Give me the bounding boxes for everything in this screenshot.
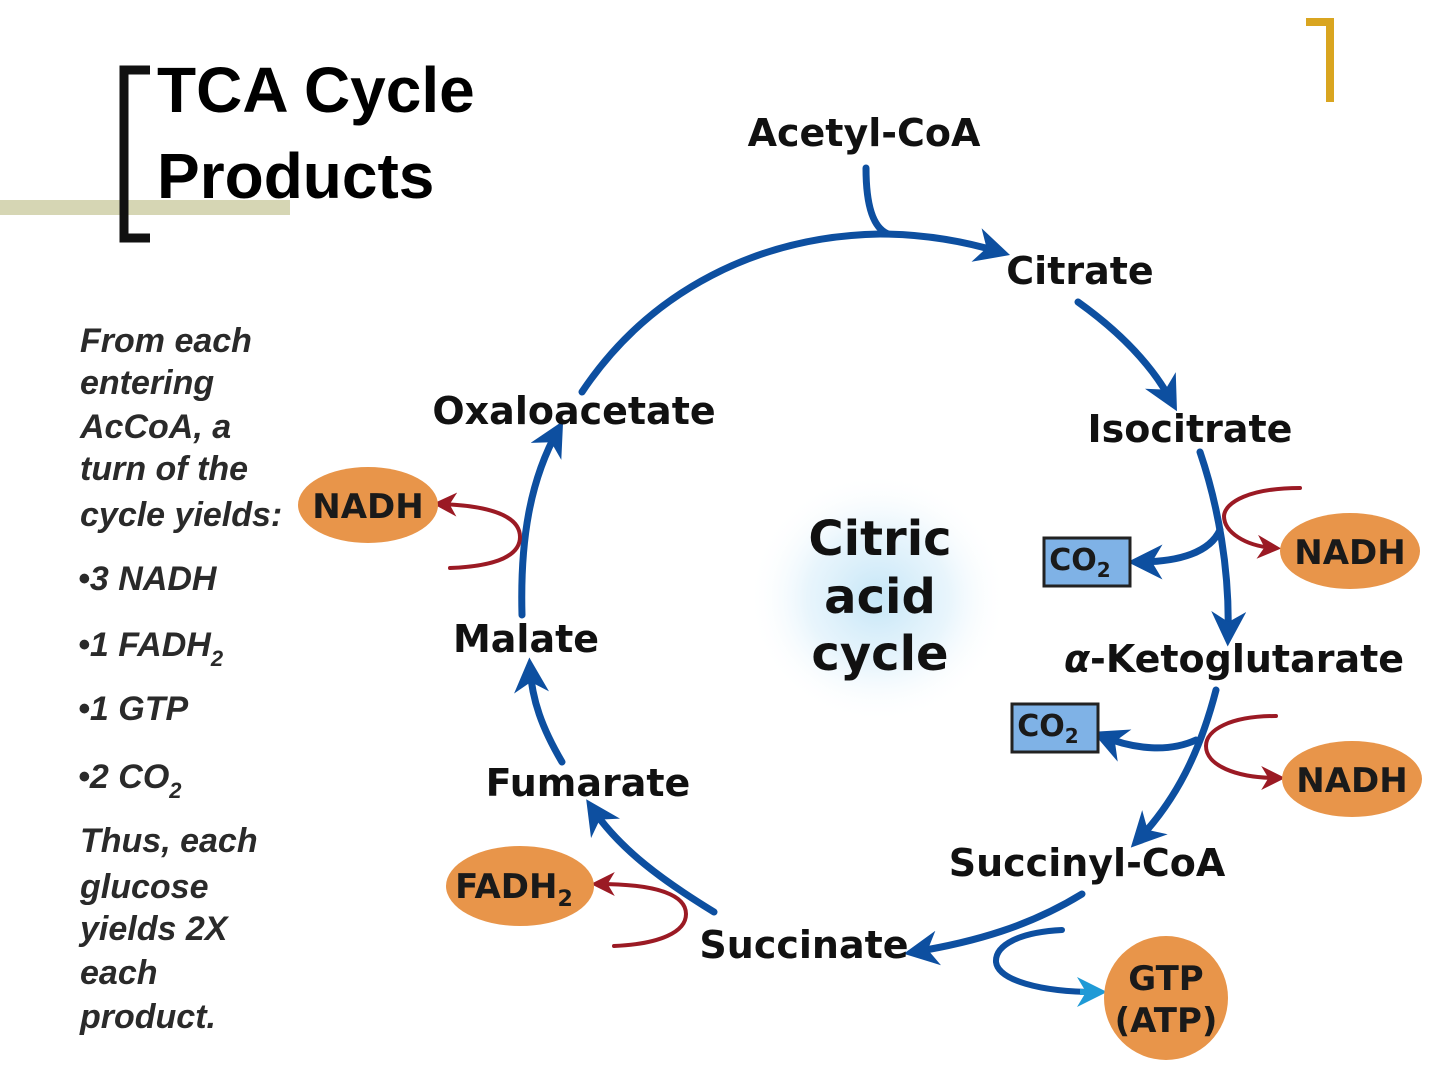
arrow-acetylcoa-entry (862, 164, 892, 238)
corner-bracket (1306, 18, 1334, 102)
product-nadh-malate: NADH (298, 467, 438, 543)
title-bracket (119, 65, 150, 243)
note-line: yields 2X (78, 910, 230, 948)
slide-title-line2: Products (157, 140, 434, 212)
note-line: product. (79, 998, 216, 1036)
note-line: each (80, 954, 158, 992)
arrow-isocitrate-to-ketoglutarate (1196, 448, 1247, 647)
center-label-line3: cycle (811, 626, 948, 682)
yield-nadh: •3 NADH (78, 560, 218, 598)
product-nadh-isocitrate: NADH (1280, 513, 1420, 589)
label-fumarate: Fumarate (486, 761, 691, 805)
label-succinate: Succinate (699, 923, 908, 967)
note-line: entering (80, 364, 214, 402)
label-malate: Malate (453, 617, 599, 661)
co2-label: CO2 (1049, 543, 1110, 582)
cycle-notes: From each entering AcCoA, a turn of the … (78, 322, 282, 1036)
note-line: From each (80, 322, 252, 360)
arrow-nadh-ketoglutarate (1203, 714, 1286, 790)
label-succinyl-coa: Succinyl-CoA (949, 841, 1226, 885)
nadh-label: NADH (312, 487, 423, 527)
arrow-fumarate-to-malate (514, 657, 566, 766)
note-line: glucose (79, 868, 208, 906)
note-line: AcCoA, a (79, 408, 231, 446)
arrow-ketoglutarate-to-succinylcoa (1130, 686, 1220, 848)
nadh-label: NADH (1294, 533, 1405, 573)
product-gtp-atp: GTP (ATP) (1104, 936, 1228, 1060)
nadh-label: NADH (1296, 761, 1407, 801)
arrow-nadh-isocitrate (1221, 486, 1302, 559)
center-label-line2: acid (824, 569, 936, 625)
note-line: turn of the (80, 450, 248, 488)
arrow-oxaloacetate-to-citrate (578, 228, 1011, 396)
arrow-co2-release-2 (1092, 729, 1200, 762)
yield-fadh2: •1 FADH2 (78, 626, 224, 671)
accent-bar (0, 200, 290, 215)
center-glow (748, 473, 1008, 723)
atp-label: (ATP) (1115, 1001, 1218, 1041)
yield-gtp: •1 GTP (78, 690, 188, 728)
note-line: cycle yields: (80, 496, 282, 534)
product-fadh2: FADH2 (446, 846, 594, 926)
co2-box-isocitrate: CO2 (1042, 536, 1132, 588)
note-line: Thus, each (80, 822, 258, 860)
co2-box-ketoglutarate: CO2 (1010, 702, 1100, 754)
slide-title-line1: TCA Cycle (157, 54, 475, 126)
product-nadh-ketoglutarate: NADH (1282, 741, 1422, 817)
label-acetyl-coa: Acetyl-CoA (748, 111, 981, 155)
arrow-gtp-branch (993, 927, 1099, 995)
fadh2-label: FADH2 (455, 867, 573, 912)
arrow-malate-to-oxaloacetate (518, 420, 564, 619)
label-citrate: Citrate (1006, 249, 1153, 293)
arrow-co2-release-1 (1127, 526, 1224, 580)
arrow-fadh2-succinate (590, 872, 689, 948)
arrow-citrate-to-isocitrate (1074, 298, 1177, 412)
gtp-label: GTP (1128, 959, 1203, 999)
co2-label: CO2 (1017, 709, 1078, 748)
label-alpha-ketoglutarate: α-Ketoglutarate (1064, 637, 1404, 681)
label-isocitrate: Isocitrate (1088, 407, 1293, 451)
yield-co2: •2 CO2 (78, 758, 182, 803)
arrow-nadh-malate (432, 492, 523, 570)
arrow-succinylcoa-to-succinate (903, 890, 1086, 966)
center-label-line1: Citric (808, 511, 951, 567)
arrow-succinate-to-fumarate (586, 799, 718, 916)
label-oxaloacetate: Oxaloacetate (432, 389, 715, 433)
